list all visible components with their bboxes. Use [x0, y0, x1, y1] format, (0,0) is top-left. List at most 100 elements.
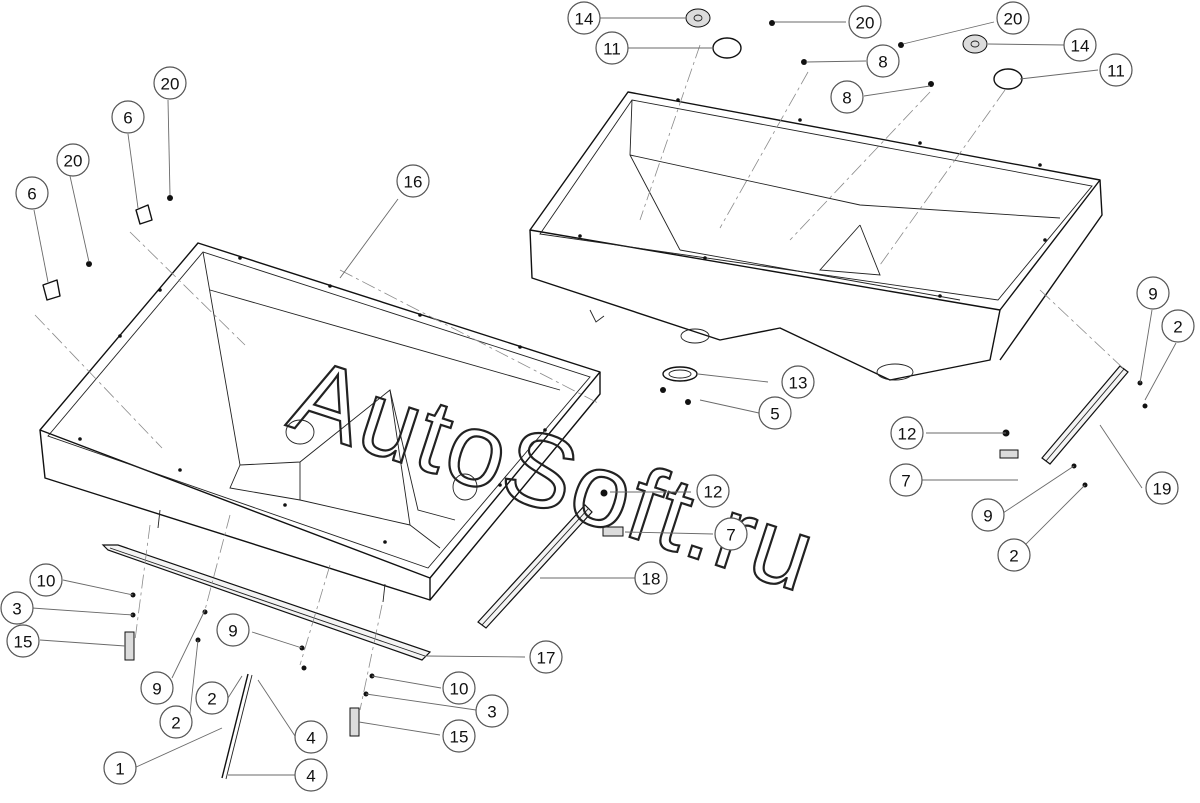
callout-label: 3: [487, 703, 496, 722]
callout-label: 1: [115, 760, 124, 779]
callout-circle: [396, 164, 430, 198]
callout-label: 10: [450, 680, 469, 699]
callout-label: 7: [726, 526, 735, 545]
disc-11-right: [993, 68, 1023, 90]
callout-7: 7: [889, 463, 923, 497]
callout-circle: [29, 563, 63, 597]
callout-20: 20: [996, 1, 1030, 35]
callout-circle: [634, 561, 668, 595]
callout-3: 3: [475, 694, 509, 728]
callout-label: 20: [856, 14, 875, 33]
hopper-right: [529, 91, 1103, 381]
callout-label: 11: [603, 40, 621, 59]
callout-3: 3: [0, 591, 34, 625]
pin-7-right: [999, 449, 1019, 459]
callout-circle: [103, 751, 137, 785]
callout-10: 10: [29, 563, 63, 597]
callout-label: 2: [207, 690, 216, 709]
callout-label: 2: [171, 714, 180, 733]
callout-label: 8: [878, 53, 887, 72]
callout-circle: [866, 44, 900, 78]
callout-label: 9: [983, 507, 992, 526]
callout-2: 2: [195, 681, 229, 715]
callout-label: 16: [404, 173, 423, 192]
callout-circle: [1145, 471, 1179, 505]
callout-label: 3: [12, 600, 21, 619]
callout-20: 20: [153, 66, 187, 100]
callout-label: 20: [64, 152, 83, 171]
callout-label: 2: [1009, 547, 1018, 566]
callout-circle: [971, 498, 1005, 532]
pin-7-left: [602, 526, 624, 537]
callout-label: 20: [161, 75, 180, 94]
bolt-15-right: [349, 707, 360, 737]
callout-18: 18: [634, 561, 668, 595]
callout-label: 4: [306, 767, 315, 786]
callout-circle: [216, 613, 250, 647]
callout-8: 8: [866, 44, 900, 78]
callout-4: 4: [294, 720, 328, 754]
bolt-15-left: [124, 631, 135, 661]
callout-8: 8: [830, 80, 864, 114]
callout-label: 11: [1107, 62, 1125, 81]
callout-circle: [890, 416, 924, 450]
pulley-14-left: [685, 8, 711, 28]
callout-6: 6: [111, 100, 145, 134]
callout-circle: [997, 538, 1031, 572]
callout-circle: [696, 474, 730, 508]
callout-circle: [567, 1, 601, 35]
callout-circle: [1136, 276, 1170, 310]
callout-1: 1: [103, 751, 137, 785]
callout-label: 13: [789, 374, 808, 393]
callout-label: 15: [14, 633, 33, 652]
rail-19: [1041, 365, 1129, 465]
callout-15: 15: [442, 719, 476, 753]
callout-6: 6: [15, 176, 49, 210]
callout-16: 16: [396, 164, 430, 198]
callout-circle: [294, 720, 328, 754]
callout-label: 5: [770, 405, 779, 424]
callout-label: 15: [450, 728, 469, 747]
callout-label: 14: [575, 10, 594, 29]
callout-label: 8: [842, 89, 851, 108]
callout-circle: [111, 100, 145, 134]
callout-13: 13: [781, 365, 815, 399]
callout-label: 2: [1173, 318, 1182, 337]
callout-circle: [442, 719, 476, 753]
clip-6-b: [42, 279, 61, 301]
callout-20: 20: [56, 143, 90, 177]
callout-circle: [529, 640, 563, 674]
callout-circle: [595, 31, 629, 65]
callout-20: 20: [848, 5, 882, 39]
callout-19: 19: [1145, 471, 1179, 505]
callout-14: 14: [1063, 28, 1097, 62]
callout-label: 9: [228, 622, 237, 641]
callout-circle: [848, 5, 882, 39]
callout-4: 4: [294, 758, 328, 792]
callout-11: 11: [595, 31, 629, 65]
callout-9: 9: [216, 613, 250, 647]
callout-2: 2: [1161, 309, 1195, 343]
callout-circle: [195, 681, 229, 715]
disc-11-left: [712, 37, 742, 59]
clip-6-a: [135, 204, 153, 225]
callout-circle: [758, 396, 792, 430]
callout-label: 14: [1071, 37, 1090, 56]
rail-18: [477, 504, 593, 629]
callout-circle: [1161, 309, 1195, 343]
callout-2: 2: [997, 538, 1031, 572]
callout-circle: [1063, 28, 1097, 62]
ring-13: [662, 366, 698, 382]
callout-circle: [6, 624, 40, 658]
callout-circle: [140, 671, 174, 705]
callout-7: 7: [714, 517, 748, 551]
callout-label: 7: [901, 472, 910, 491]
callout-circle: [0, 591, 34, 625]
callout-label: 10: [37, 572, 56, 591]
callout-5: 5: [758, 396, 792, 430]
callout-label: 9: [152, 680, 161, 699]
hopper-left: [39, 242, 601, 603]
callout-9: 9: [140, 671, 174, 705]
watermark-text: AutoSoft.ru: [278, 337, 830, 615]
callout-label: 6: [27, 185, 36, 204]
